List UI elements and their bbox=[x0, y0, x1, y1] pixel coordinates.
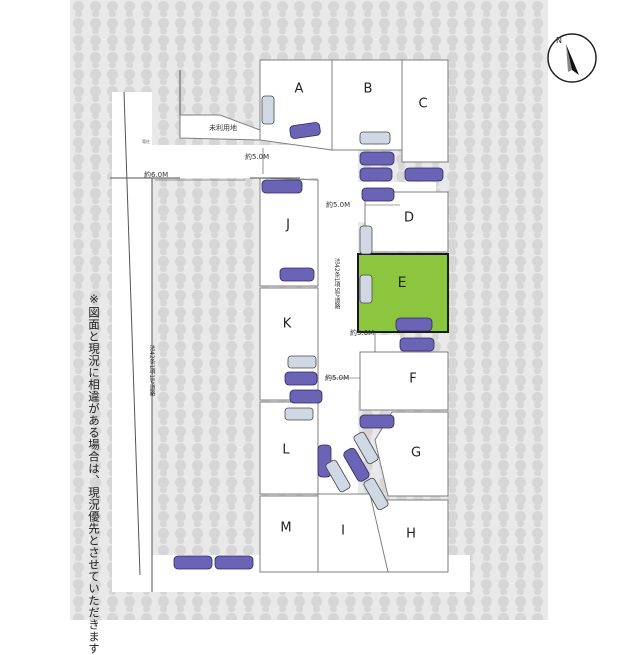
car bbox=[289, 122, 321, 139]
lot-label-c[interactable]: C bbox=[418, 96, 428, 112]
road-width-5m-b: 約5.0M bbox=[326, 201, 351, 209]
left-road-edge bbox=[123, 91, 141, 576]
car bbox=[404, 167, 444, 182]
road-width-5m-c: 約5.0M bbox=[350, 329, 375, 337]
lot-label-i[interactable]: I bbox=[341, 523, 345, 539]
lot-label-l[interactable]: L bbox=[282, 442, 290, 458]
site-plan-sheet: A B C D E F G H I J K L M 未利用地 約6.0M 約5.… bbox=[70, 0, 597, 620]
car bbox=[284, 371, 318, 386]
road-width-5m-a: 約5.0M bbox=[245, 153, 270, 161]
disclaimer-note: ※図面と現況に相違がある場合は、現況優先とさせていただきます bbox=[87, 292, 101, 655]
car bbox=[173, 555, 213, 570]
lot-label-f[interactable]: F bbox=[409, 371, 417, 387]
compass-north-label: N bbox=[556, 36, 562, 45]
car bbox=[289, 389, 323, 404]
car bbox=[279, 267, 315, 282]
lot-m bbox=[259, 495, 319, 573]
lot-j bbox=[259, 177, 319, 287]
lot-label-e[interactable]: E bbox=[397, 275, 407, 291]
lot-label-h[interactable]: H bbox=[406, 526, 416, 542]
main-road-name: 法42条1項1号道路 bbox=[148, 345, 155, 397]
inner-road-name: 法42条1項5号道路 bbox=[333, 258, 340, 310]
car bbox=[343, 447, 370, 482]
car bbox=[359, 414, 395, 429]
lot-c bbox=[401, 59, 449, 163]
car bbox=[261, 179, 303, 194]
compass-icon bbox=[547, 33, 597, 83]
car bbox=[361, 187, 395, 202]
car bbox=[359, 151, 395, 166]
upper-cross-road bbox=[152, 145, 322, 178]
lot-g bbox=[374, 411, 449, 497]
lot-label-b[interactable]: B bbox=[363, 81, 373, 97]
lot-label-a[interactable]: A bbox=[294, 81, 304, 97]
lot-label-k[interactable]: K bbox=[282, 316, 292, 332]
lot-label-d[interactable]: D bbox=[403, 210, 415, 226]
unused-land bbox=[179, 114, 261, 141]
road-width-6m: 約6.0M bbox=[144, 171, 169, 179]
lot-e-highlight bbox=[357, 253, 449, 333]
site-plan-drawing bbox=[110, 59, 470, 592]
lot-f bbox=[359, 351, 449, 411]
unused-land-label: 未利用地 bbox=[209, 124, 237, 132]
pole-label: 電柱 bbox=[142, 139, 150, 144]
car bbox=[359, 167, 393, 182]
north-compass: N bbox=[546, 32, 598, 88]
lot-label-j[interactable]: J bbox=[286, 217, 290, 233]
car bbox=[395, 317, 433, 332]
car bbox=[214, 555, 254, 570]
lot-label-m[interactable]: M bbox=[280, 520, 292, 536]
car bbox=[399, 337, 435, 352]
lot-label-g[interactable]: G bbox=[410, 445, 422, 461]
road-width-5m-d: 約5.0M bbox=[325, 374, 350, 382]
